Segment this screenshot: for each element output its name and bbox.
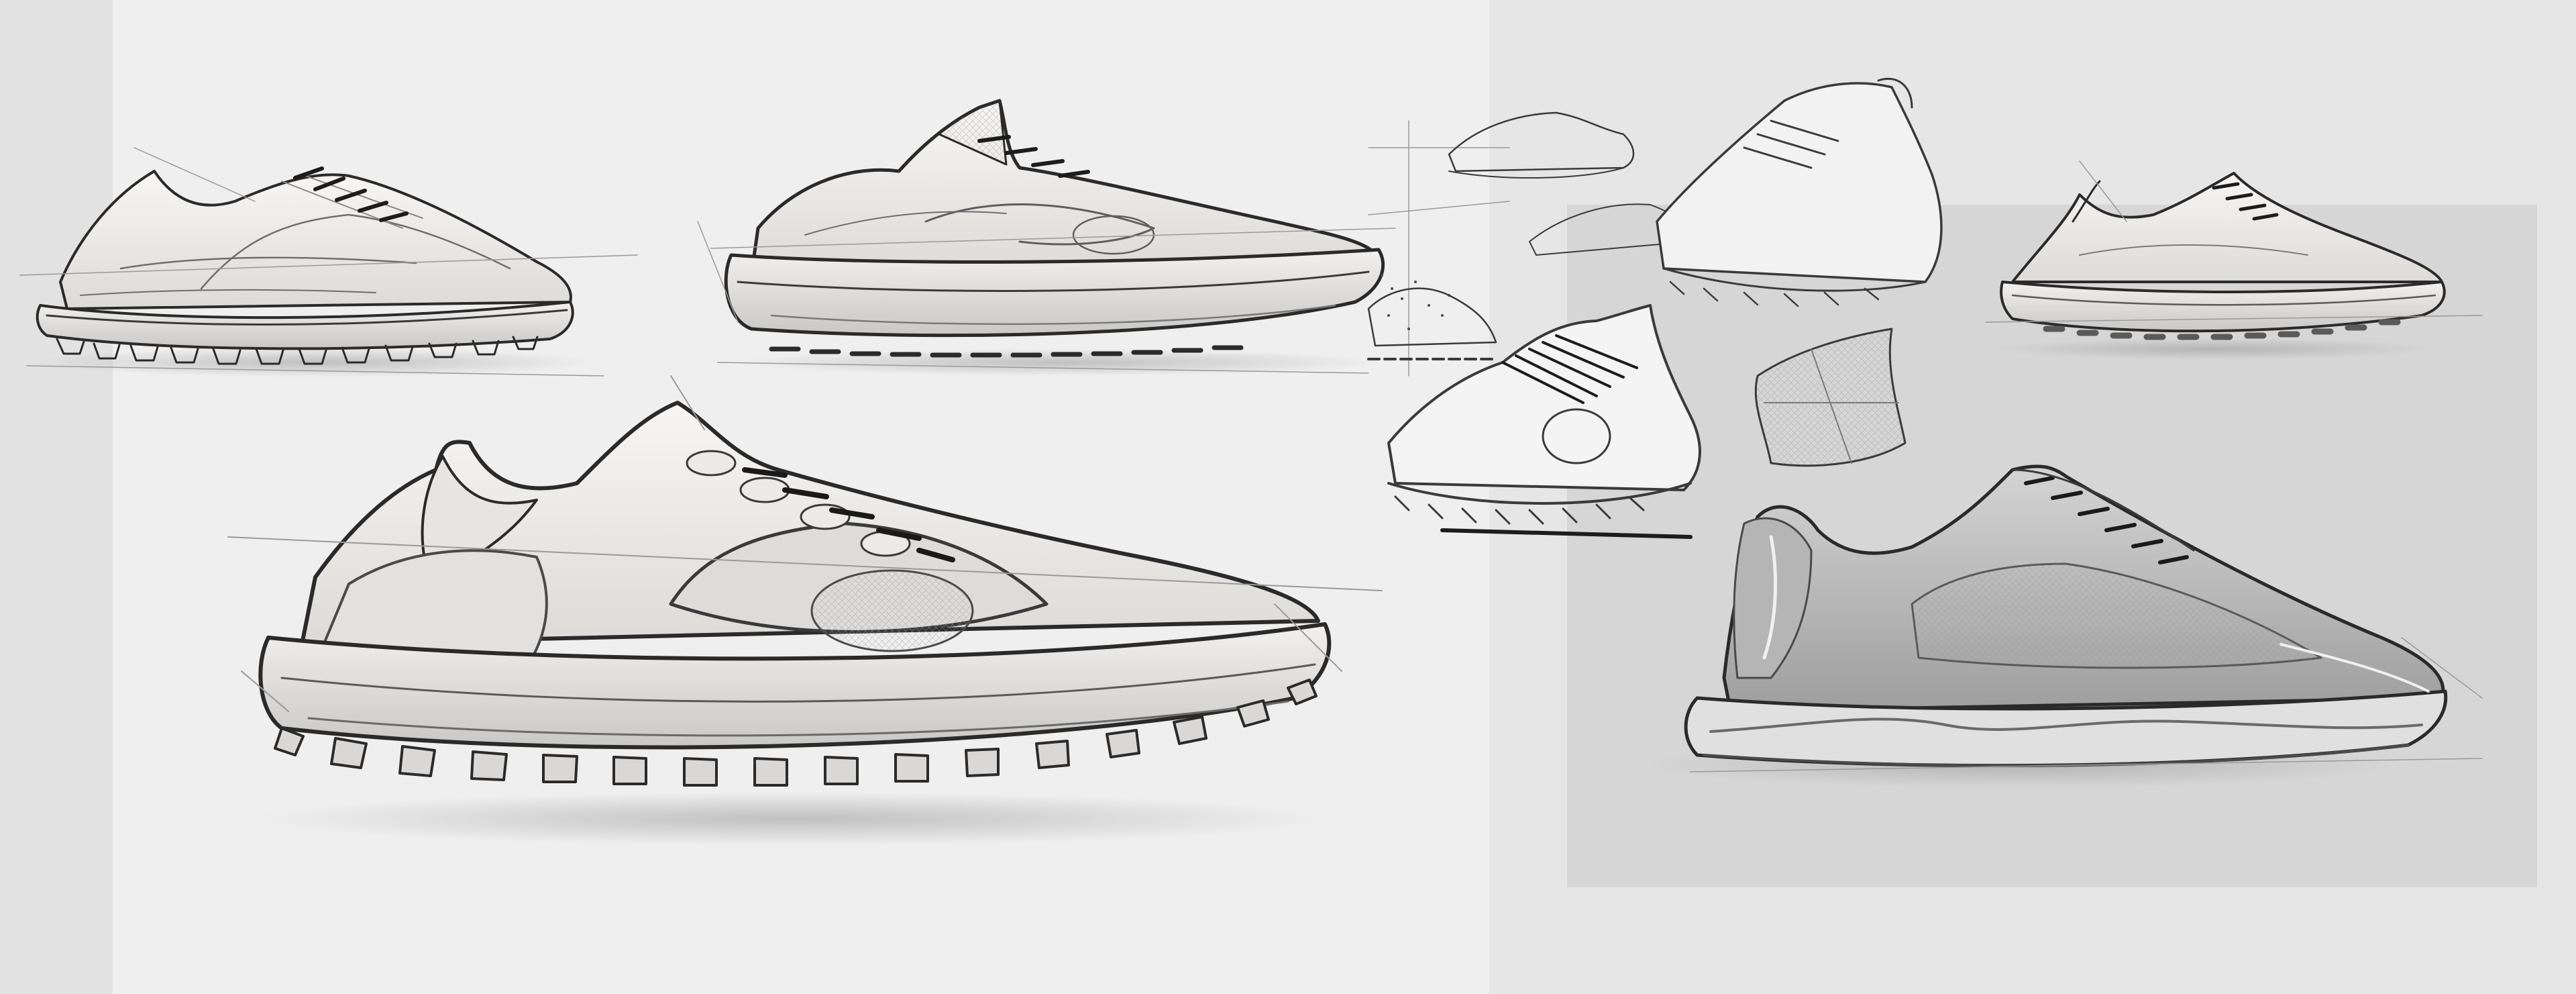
sketch-trail-runner-top-left xyxy=(19,147,638,377)
sketch-runner-grey-render xyxy=(1644,464,2483,788)
sketch-thumbnail-cluster xyxy=(1367,77,1943,539)
sketch-runner-small-right xyxy=(1985,160,2483,360)
sketch-trail-runner-large-render xyxy=(227,375,1383,846)
sketch-chunky-runner-top-center xyxy=(697,99,1396,376)
